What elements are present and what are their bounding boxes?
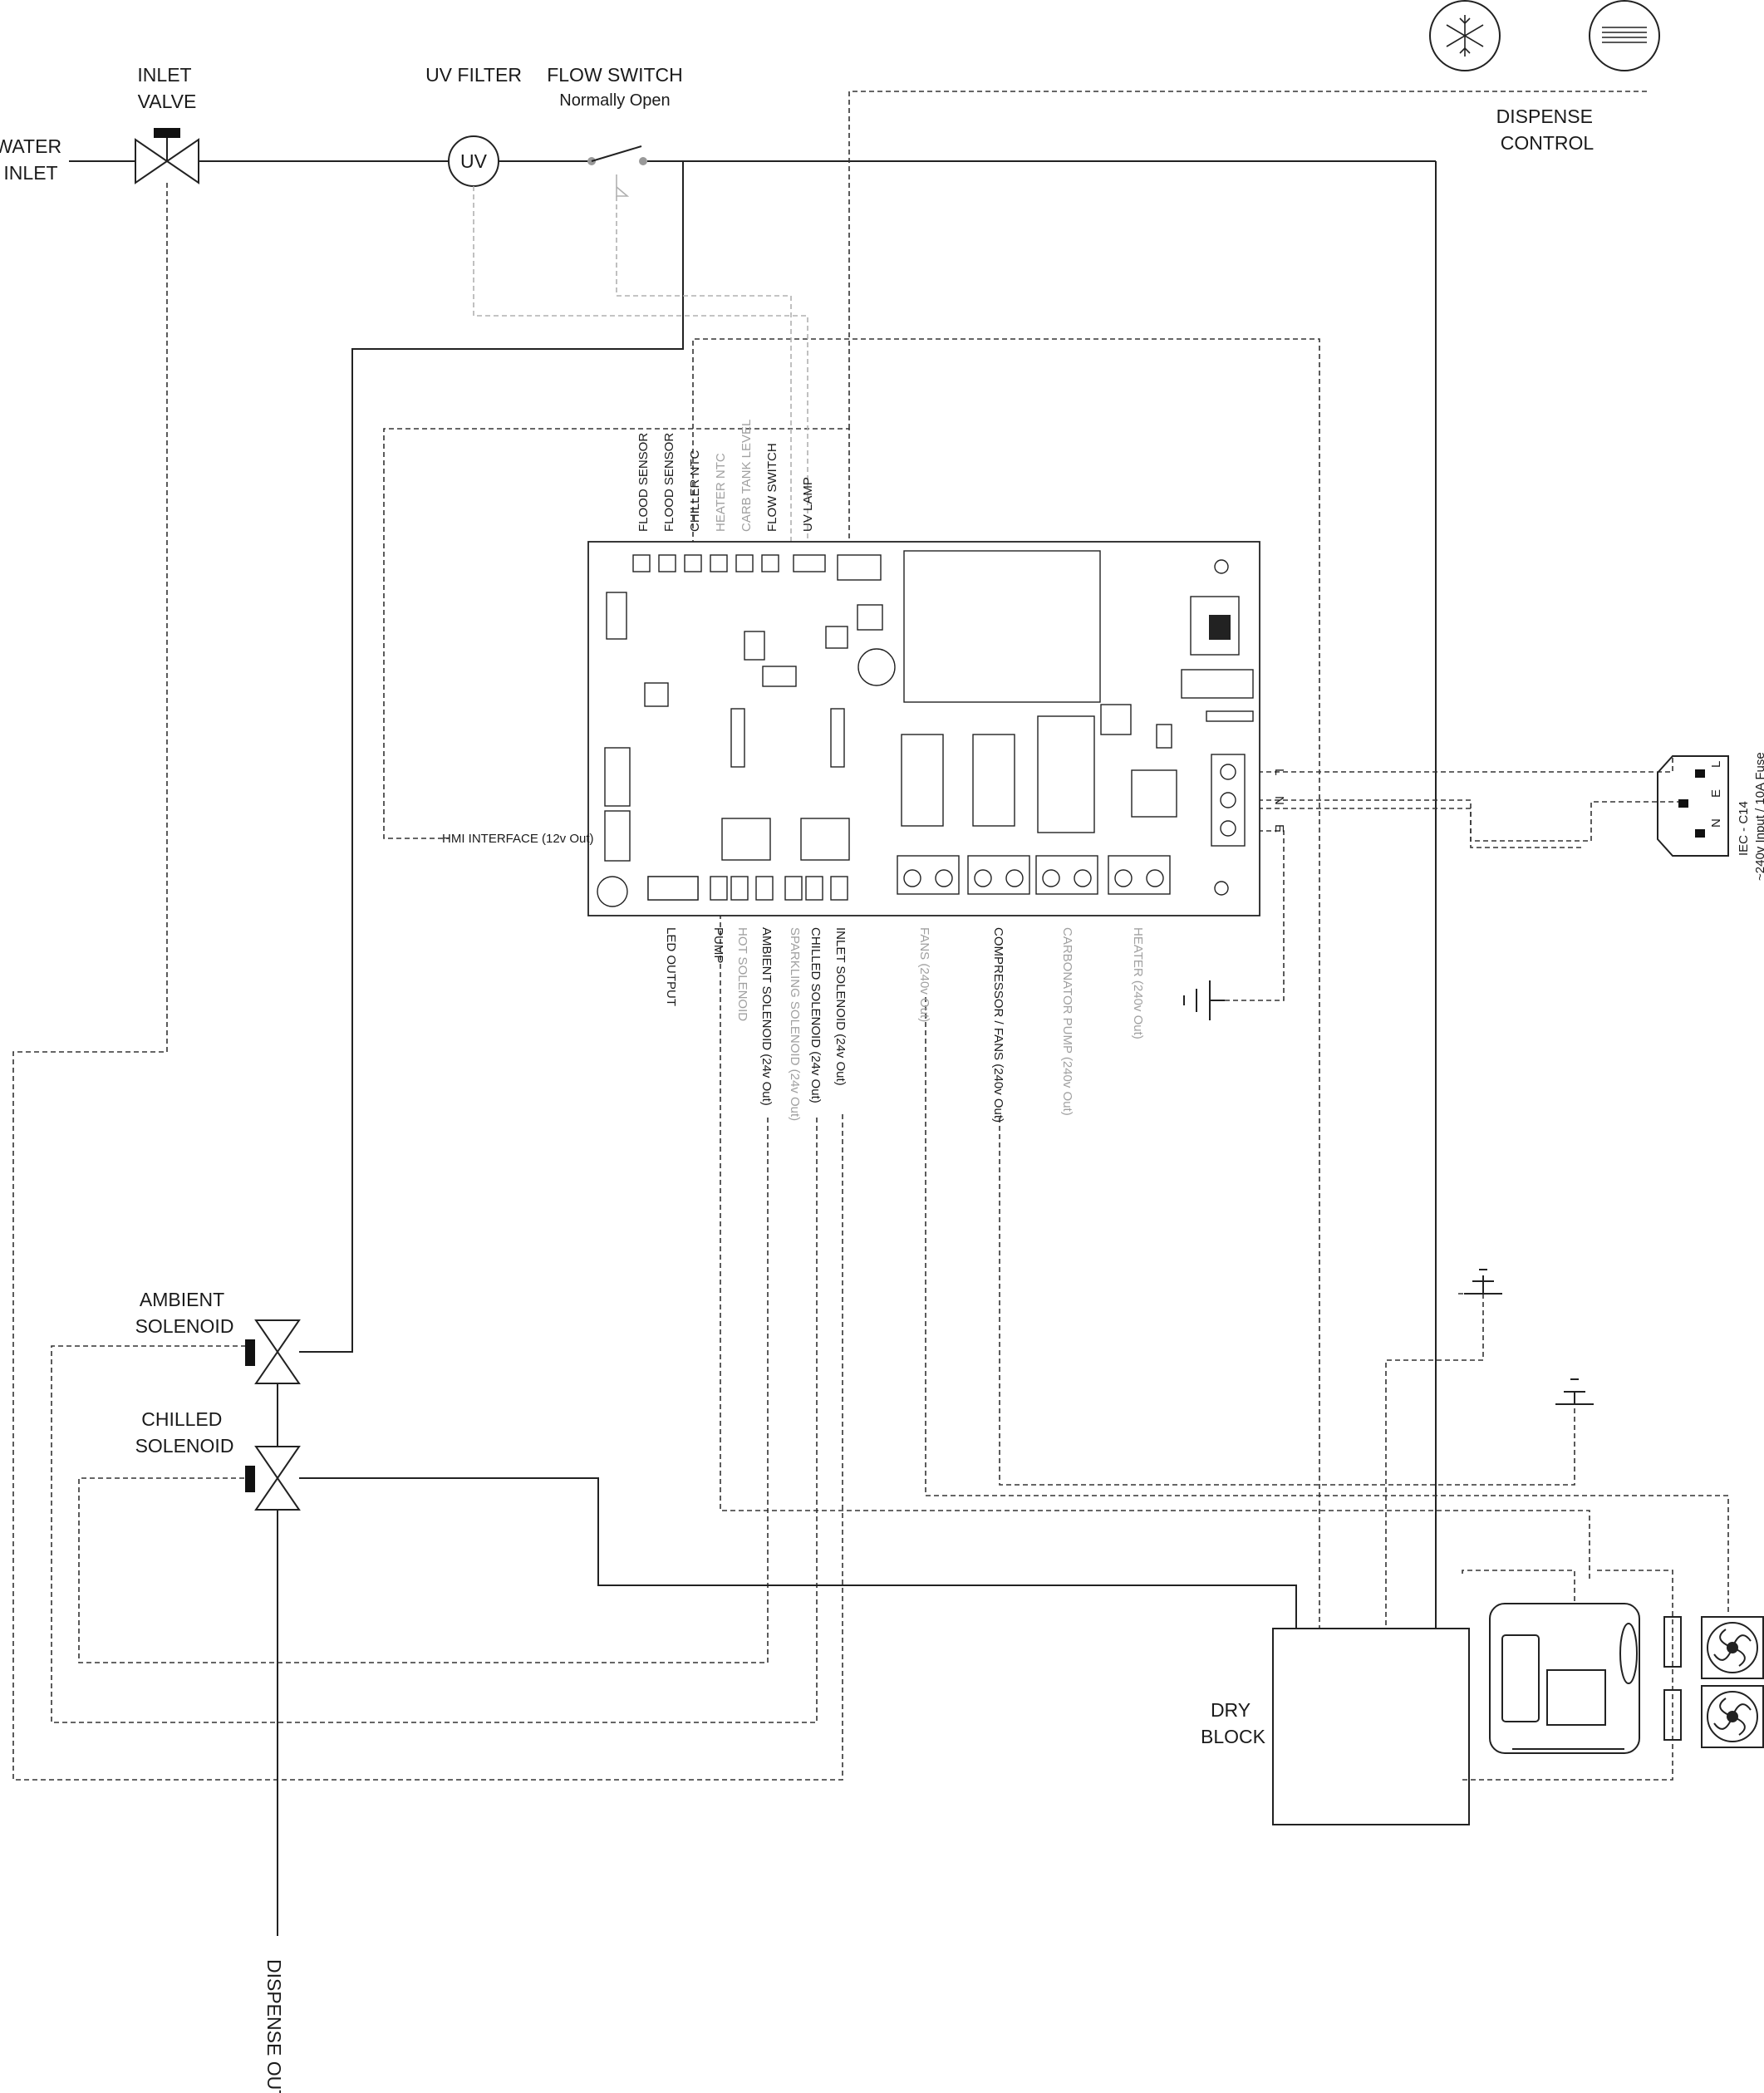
uv-filter-label: UV FILTER bbox=[425, 64, 522, 86]
wire-inlet-solenoid bbox=[12, 183, 843, 1781]
dispense-control-label: DISPENSE CONTROL bbox=[1496, 106, 1599, 154]
menu-lines-icon[interactable] bbox=[1589, 0, 1660, 71]
dry-block bbox=[1272, 1628, 1470, 1825]
bottom-connector-labels: LED OUTPUT PUMP HOT SOLENOID AMBIENT SOL… bbox=[664, 927, 1145, 1123]
dispense-out-label: DISPENSE OUT bbox=[263, 1959, 285, 2093]
ambient-solenoid-valve-icon[interactable] bbox=[245, 1319, 301, 1384]
wire-earth bbox=[1225, 830, 1285, 1001]
fan-icon bbox=[1701, 1616, 1764, 1679]
top-connector-labels: FLOOD SENSOR FLOOD SENSOR CHILLER NTC HE… bbox=[636, 420, 815, 532]
wire-neutral-2 bbox=[1250, 808, 1583, 848]
label-hot-solenoid: HOT SOLENOID bbox=[735, 927, 749, 1021]
dry-block-label: DRY BLOCK bbox=[1201, 1699, 1266, 1747]
controller-pcb bbox=[587, 541, 1260, 916]
ambient-solenoid-label: AMBIENT SOLENOID bbox=[135, 1289, 234, 1337]
label-carb-tank-level: CARB TANK LEVEL bbox=[740, 420, 754, 532]
label-fans-out: FANS (240v Out) bbox=[917, 927, 931, 1022]
pipe-to-ambient bbox=[299, 161, 684, 1353]
label-flood-sensor-2: FLOOD SENSOR bbox=[662, 433, 676, 532]
inlet-valve-label: INLET VALVE bbox=[137, 64, 196, 112]
svg-text:E: E bbox=[1709, 789, 1723, 798]
fan-icon-2 bbox=[1701, 1685, 1764, 1748]
flow-switch-label: FLOW SWITCH bbox=[547, 64, 683, 86]
label-heater-ntc: HEATER NTC bbox=[714, 453, 728, 532]
compressor-icon bbox=[1489, 1603, 1640, 1754]
wire-fans bbox=[925, 997, 1729, 1612]
label-uv-lamp: UV LAMP bbox=[801, 477, 815, 532]
relay-fans bbox=[901, 734, 944, 827]
capacitor-icon bbox=[1663, 1616, 1682, 1741]
hmi-interface-label: HMI INTERFACE (12v Out) bbox=[442, 832, 594, 846]
chilled-solenoid-label: CHILLED SOLENOID bbox=[135, 1408, 234, 1457]
water-inlet-label: WATER INLET bbox=[0, 135, 66, 184]
wire-flow-switch bbox=[616, 196, 792, 595]
flow-switch-icon[interactable] bbox=[587, 145, 647, 197]
label-chilled-solenoid: CHILLED SOLENOID (24v Out) bbox=[808, 927, 823, 1103]
pipe-chilled-to-dry-block bbox=[299, 1477, 1297, 1629]
ground-icon bbox=[1183, 980, 1225, 1020]
ground-icon-3 bbox=[1555, 1378, 1594, 1405]
svg-text:UV: UV bbox=[460, 150, 488, 172]
iec-title-label: IEC - C14 bbox=[1737, 801, 1751, 856]
wire-chilled-solenoid bbox=[51, 1118, 818, 1723]
uv-filter-icon[interactable]: UV bbox=[448, 135, 499, 187]
label-pump: PUMP bbox=[711, 927, 725, 963]
snowflake-icon[interactable] bbox=[1429, 0, 1501, 71]
wire-uv-lamp bbox=[473, 186, 808, 595]
label-flood-sensor-1: FLOOD SENSOR bbox=[636, 433, 651, 532]
wire-compressor bbox=[999, 1118, 1575, 1486]
iec-sub-label: ~240v Input / 10A Fuse bbox=[1753, 752, 1764, 881]
terminal-n-label: N bbox=[1272, 796, 1286, 805]
label-chiller-ntc: CHILLER NTC bbox=[688, 450, 702, 532]
label-led-output: LED OUTPUT bbox=[664, 927, 678, 1006]
top-connector-row bbox=[632, 554, 882, 581]
wire-live bbox=[1250, 756, 1673, 773]
svg-text:L: L bbox=[1709, 761, 1723, 768]
label-sparkling-solenoid: SPARKLING SOLENOID (24v Out) bbox=[788, 927, 802, 1121]
wire-compressor-return bbox=[1462, 1570, 1673, 1781]
label-ambient-solenoid: AMBIENT SOLENOID (24v Out) bbox=[759, 927, 774, 1106]
label-flow-switch: FLOW SWITCH bbox=[765, 443, 779, 532]
iec-c14-inlet: L E N bbox=[1657, 755, 1729, 857]
chilled-solenoid-valve-icon[interactable] bbox=[245, 1446, 301, 1511]
relay-carbonator bbox=[1037, 715, 1095, 833]
ground-icon-2 bbox=[1464, 1269, 1502, 1295]
display-module bbox=[903, 550, 1101, 703]
label-inlet-solenoid: INLET SOLENOID (24v Out) bbox=[833, 927, 848, 1086]
wire-chiller-ntc bbox=[692, 338, 1320, 1629]
wire-ground-dry-block bbox=[1385, 1293, 1484, 1629]
flow-switch-sub-label: Normally Open bbox=[559, 91, 670, 110]
wire-ambient-solenoid bbox=[78, 1118, 769, 1663]
wire-dispense-control bbox=[848, 91, 1647, 429]
wire-pump bbox=[720, 914, 1590, 1580]
label-compressor-fans-out: COMPRESSOR / FANS (240v Out) bbox=[991, 927, 1005, 1123]
relay-compressor bbox=[972, 734, 1015, 827]
inlet-valve-icon[interactable] bbox=[135, 128, 199, 184]
terminal-e-label: E bbox=[1272, 824, 1286, 833]
label-heater-out: HEATER (240v Out) bbox=[1131, 927, 1145, 1039]
wire-compressor-top bbox=[1462, 1570, 1575, 1604]
wire-neutral bbox=[1250, 799, 1683, 842]
terminal-l-label: L bbox=[1272, 769, 1286, 775]
label-carbonator-pump-out: CARBONATOR PUMP (240v Out) bbox=[1060, 927, 1074, 1116]
svg-text:N: N bbox=[1709, 818, 1723, 828]
